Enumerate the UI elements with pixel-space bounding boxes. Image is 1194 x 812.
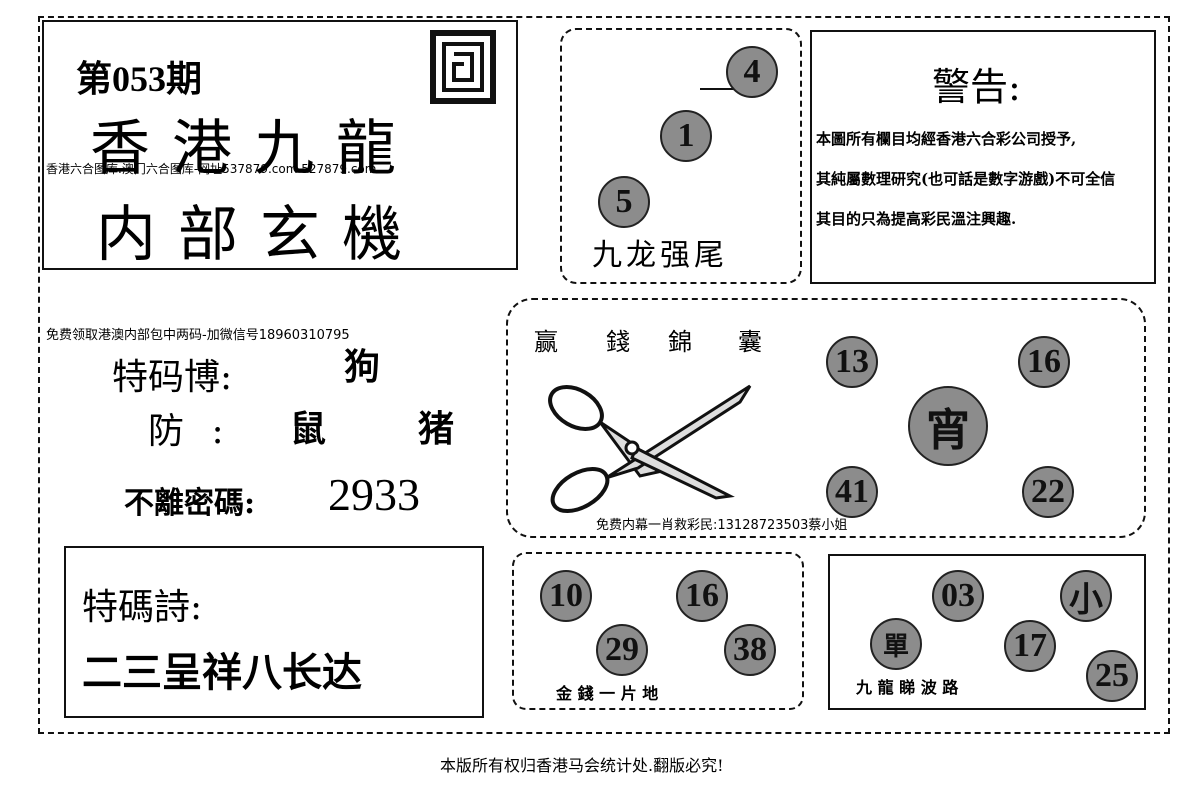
warning-title: 警告:	[932, 65, 1021, 109]
jinnang-title-4: 囊	[738, 328, 762, 356]
ball-tail-2: 1	[660, 110, 712, 162]
bolu-label: 九 龍 睇 波 路	[856, 678, 959, 697]
tema-label: 特码博:	[112, 357, 233, 398]
issue-prefix: 第	[76, 59, 113, 99]
title-box	[42, 20, 518, 270]
ball-jinnang-1: 13	[826, 336, 878, 388]
ball-bolu-2: 小	[1060, 570, 1112, 622]
kowloon-tail-box	[560, 28, 802, 284]
tail-line	[700, 88, 736, 90]
warning-box	[810, 30, 1156, 284]
ball-tail-3: 5	[598, 176, 650, 228]
ball-bolu-1: 03	[932, 570, 984, 622]
issue-value: 053	[112, 59, 167, 99]
warning-line-3: 其目的只為提高彩民溫注興趣.	[816, 210, 1017, 228]
ball-jinnang-2: 16	[1018, 336, 1070, 388]
fang-value-2: 猪	[418, 408, 455, 450]
outer-frame	[38, 16, 1170, 734]
ball-bolu-4: 17	[1004, 620, 1056, 672]
poem-box	[64, 546, 484, 718]
jinnang-title-3: 錦	[668, 328, 692, 356]
scissors-icon	[548, 384, 752, 514]
site-note: 香港六合图库.澳门六合图库-网址537879.com 527879.com	[46, 162, 377, 176]
free-note: 免费领取港澳内部包中两码-加微信号18960310795	[46, 328, 350, 343]
jinnang-title-1: 赢	[534, 328, 558, 356]
ball-jinqian-4: 38	[724, 624, 776, 676]
jinqian-box	[512, 552, 804, 710]
jinnang-title-2: 錢	[606, 328, 630, 356]
ball-jinqian-1: 10	[540, 570, 592, 622]
tema-value: 狗	[344, 346, 381, 388]
fang-label: 防 :	[148, 411, 232, 452]
buli-label: 不離密碼:	[124, 486, 256, 521]
logo-icon	[430, 30, 496, 104]
ball-jinnang-4: 22	[1022, 466, 1074, 518]
ball-jinqian-3: 29	[596, 624, 648, 676]
ball-bolu-3: 單	[870, 618, 922, 670]
poem-label: 特碼詩:	[82, 587, 203, 628]
buli-value: 2933	[328, 469, 420, 520]
kowloon-tail-label: 九龙强尾	[592, 238, 728, 273]
title-line1: 香港九龍	[90, 114, 418, 184]
ball-tail-1: 4	[726, 46, 778, 98]
ball-jinnang-center: 宵	[908, 386, 988, 466]
poem-text: 二三呈祥八长达	[82, 649, 362, 696]
jinqian-label: 金 錢 一 片 地	[556, 684, 659, 703]
footer-note: 本版所有权归香港马会统计处.翻版必究!	[440, 756, 724, 775]
warning-line-1: 本圖所有欄目均經香港六合彩公司授予,	[816, 130, 1077, 148]
fang-value-1: 鼠	[290, 408, 327, 450]
title-line2: 内部玄機	[96, 200, 424, 270]
issue-suffix: 期	[166, 59, 203, 99]
ball-jinqian-2: 16	[676, 570, 728, 622]
jinnang-box	[506, 298, 1146, 538]
jinnang-note: 免费内幕一肖救彩民:13128723503蔡小姐	[596, 518, 848, 533]
ball-bolu-5: 25	[1086, 650, 1138, 702]
bolu-box	[828, 554, 1146, 710]
ball-jinnang-3: 41	[826, 466, 878, 518]
warning-line-2: 其純屬數理研究(也可話是數字游戲)不可全信	[816, 170, 1116, 188]
issue-number: 第053期	[76, 50, 202, 102]
